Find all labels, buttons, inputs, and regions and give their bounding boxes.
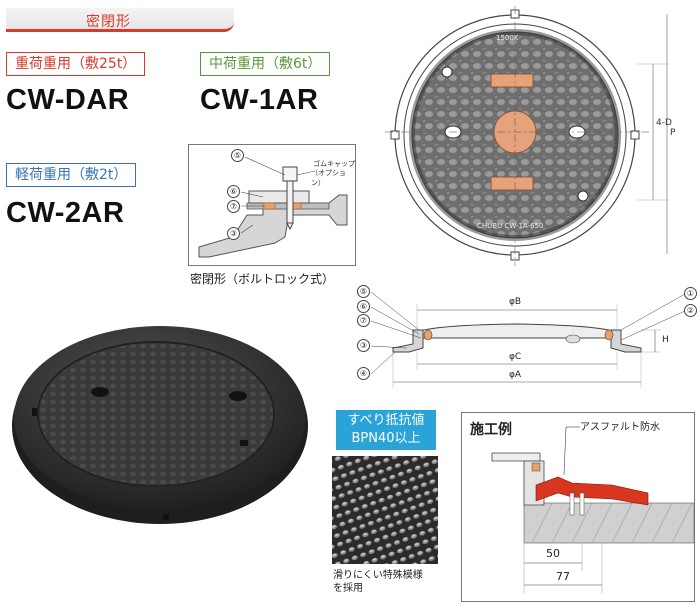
dim-p-label: P bbox=[670, 128, 676, 138]
construction-section-drawing bbox=[491, 426, 695, 593]
dim-77-label: 77 bbox=[556, 570, 570, 583]
slip-resistance-badge: すべり抵抗値 BPN40以上 bbox=[336, 410, 436, 450]
dim-4d-label: 4-D bbox=[656, 118, 672, 128]
callout-6: ⑥ bbox=[227, 185, 240, 198]
plan-view: 1500K CHUBU CW-1A-650 4-D P bbox=[375, 0, 700, 275]
product-photo bbox=[8, 318, 318, 528]
section-callout-5: ⑤ bbox=[357, 285, 370, 298]
section-callout-4: ④ bbox=[357, 367, 370, 380]
section-callout-3: ③ bbox=[357, 339, 370, 352]
rim-text-bottom: CHUBU CW-1A-650 bbox=[477, 222, 544, 230]
construction-title: 施工例 bbox=[470, 422, 512, 438]
slip-badge-line-1: すべり抵抗値 bbox=[347, 413, 425, 428]
slip-badge-line-2: BPN40以上 bbox=[351, 431, 421, 446]
section-callout-7: ⑦ bbox=[357, 314, 370, 327]
heavy-load-tag: 重荷重用（敷25t） bbox=[6, 52, 146, 76]
construction-example-panel: 施工例 アスファルト防水 50 77 bbox=[461, 412, 695, 602]
slip-caption: 滑りにくい特殊模様 を採用 bbox=[333, 569, 423, 595]
section-callout-2: ② bbox=[684, 304, 697, 317]
callout-5: ⑤ bbox=[231, 149, 244, 162]
slip-caption-line-2: を採用 bbox=[333, 583, 363, 594]
rubber-cap-option-note: （オプション） bbox=[311, 169, 346, 187]
sealed-type-header: 密閉形 bbox=[6, 8, 234, 32]
model-cw-2ar: CW-2AR bbox=[6, 197, 125, 229]
bolt-lock-detail-figure: ⑤ ⑥ ⑦ ③ ゴムキャップ （オプション） bbox=[188, 144, 356, 266]
slip-pattern-closeup bbox=[332, 456, 438, 564]
section-view: ⑤ ⑥ ⑦ ③ ④ ① ② φB φC φA H bbox=[355, 282, 700, 394]
slip-caption-line-1: 滑りにくい特殊模様 bbox=[333, 570, 423, 581]
dim-h-label: H bbox=[662, 335, 669, 345]
dim-a-label: φA bbox=[509, 370, 522, 380]
dim-50-label: 50 bbox=[546, 547, 560, 560]
manhole-cover-photo bbox=[12, 326, 308, 524]
bolt-lock-detail-drawing bbox=[198, 156, 348, 258]
bolt-lock-caption: 密閉形（ボルトロック式） bbox=[190, 272, 335, 286]
model-cw-dar: CW-DAR bbox=[6, 84, 130, 116]
asphalt-waterproof-label: アスファルト防水 bbox=[580, 422, 660, 433]
section-callout-6: ⑥ bbox=[357, 300, 370, 313]
section-callout-1: ① bbox=[684, 287, 697, 300]
section-view-drawing bbox=[370, 291, 686, 388]
rubber-cap-note: ゴムキャップ bbox=[313, 160, 355, 168]
callout-7: ⑦ bbox=[227, 200, 240, 213]
plan-view-drawing bbox=[385, 6, 669, 266]
medium-load-tag: 中荷重用（敷6t） bbox=[200, 52, 331, 76]
callout-3: ③ bbox=[227, 227, 240, 240]
rim-text-top: 1500K bbox=[496, 34, 519, 42]
slip-surface-photo bbox=[332, 456, 438, 564]
dim-c-label: φC bbox=[509, 352, 522, 362]
light-load-tag: 軽荷重用（敷2t） bbox=[6, 163, 137, 187]
model-cw-1ar: CW-1AR bbox=[200, 84, 319, 116]
dim-b-label: φB bbox=[509, 297, 522, 307]
sealed-type-label: 密閉形 bbox=[86, 14, 131, 30]
